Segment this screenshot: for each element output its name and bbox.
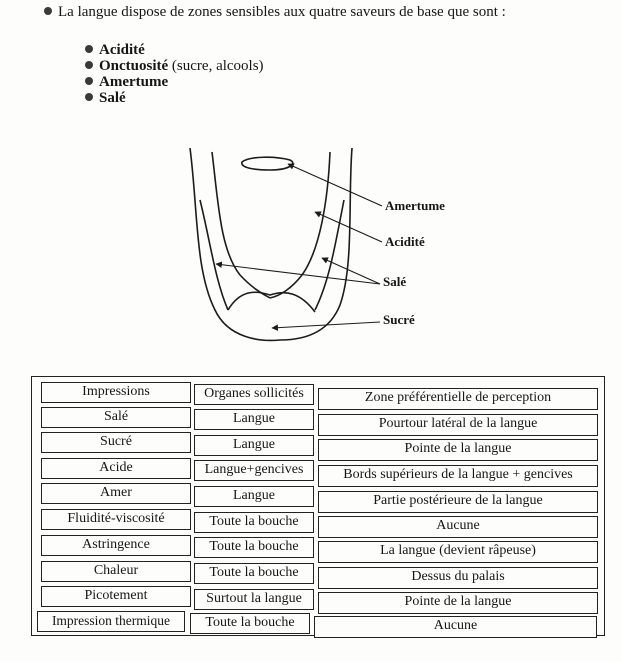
tongue-diagram	[189, 147, 383, 342]
flavor-note: (sucre, alcools)	[168, 58, 264, 74]
table-cell: La langue (devient râpeuse)	[318, 541, 598, 563]
table-cell: Aucune	[318, 516, 598, 538]
table-cell: Pointe de la langue	[318, 439, 598, 461]
table-cell: Langue	[194, 435, 314, 456]
table-cell: Langue	[194, 409, 314, 430]
table-cell: Picotement	[41, 586, 191, 607]
tongue-outline	[189, 147, 353, 342]
flavor-label: Acidité	[99, 42, 145, 58]
flavor-item: Onctuosité (sucre, alcools)	[85, 58, 264, 74]
table-cell: Aucune	[314, 616, 597, 638]
arrow-sale-right	[321, 257, 381, 285]
inner-zone-left	[211, 151, 271, 299]
bullet-icon	[85, 77, 93, 85]
flavor-item: Amertume	[85, 74, 264, 90]
flavor-label: Salé	[99, 90, 126, 106]
intro-line: La langue dispose de zones sensibles aux…	[44, 4, 506, 21]
table-cell: Acide	[41, 458, 191, 479]
table-cell: Amer	[41, 483, 191, 504]
table-cell: Chaleur	[41, 561, 191, 582]
table-cell: Toute la bouche	[190, 613, 310, 634]
table-cell: Impression thermique	[37, 611, 185, 632]
arrow-sucre	[271, 321, 381, 331]
table-cell: Langue	[194, 486, 314, 507]
table-cell: Astringence	[41, 535, 191, 556]
arrow-acidite	[314, 211, 383, 243]
label-amertume: Amertume	[385, 198, 445, 213]
bitter-zone	[241, 156, 294, 171]
table-cell: Toute la bouche	[194, 563, 314, 584]
intro-text: La langue dispose de zones sensibles aux…	[58, 4, 506, 20]
flavor-item: Salé	[85, 90, 264, 106]
sweet-zone	[227, 291, 316, 313]
table-cell: Toute la bouche	[194, 512, 314, 533]
flavor-label: Amertume	[99, 74, 169, 90]
side-zone-left	[199, 199, 229, 311]
flavor-item: Acidité	[85, 42, 264, 58]
table-cell: Partie postérieure de la langue	[318, 491, 598, 513]
table-cell: Pointe de la langue	[318, 592, 598, 614]
table-cell: Salé	[41, 407, 191, 428]
table-cell: Langue+gencives	[194, 460, 314, 481]
arrow-amertume	[287, 163, 383, 207]
table-cell: Sucré	[41, 432, 191, 453]
table-cell: Fluidité-viscosité	[41, 509, 191, 530]
bullet-icon	[85, 45, 93, 53]
flavor-label: Onctuosité	[99, 58, 169, 74]
table-cell: Toute la bouche	[194, 537, 314, 558]
side-zone-right	[314, 199, 345, 311]
label-sale: Salé	[383, 274, 407, 289]
table-header-cell: Zone préférentielle de perception	[318, 388, 598, 410]
label-sucre: Sucré	[383, 312, 415, 327]
table-header-cell: Organes sollicités	[194, 384, 314, 405]
table-cell: Bords supérieurs de la langue + gencives	[318, 465, 598, 487]
arrow-sale-left	[215, 261, 381, 285]
inner-zone-right	[269, 151, 331, 299]
table-cell: Pourtour latéral de la langue	[318, 414, 598, 436]
flavor-list: Acidité Onctuosité (sucre, alcools) Amer…	[85, 42, 264, 106]
bullet-icon	[85, 93, 93, 101]
bullet-icon	[44, 7, 52, 15]
table-cell: Dessus du palais	[318, 567, 598, 589]
table-cell: Surtout la langue	[194, 589, 314, 610]
table-header-cell: Impressions	[41, 382, 191, 403]
bullet-icon	[85, 61, 93, 69]
label-acidite: Acidité	[385, 234, 425, 249]
